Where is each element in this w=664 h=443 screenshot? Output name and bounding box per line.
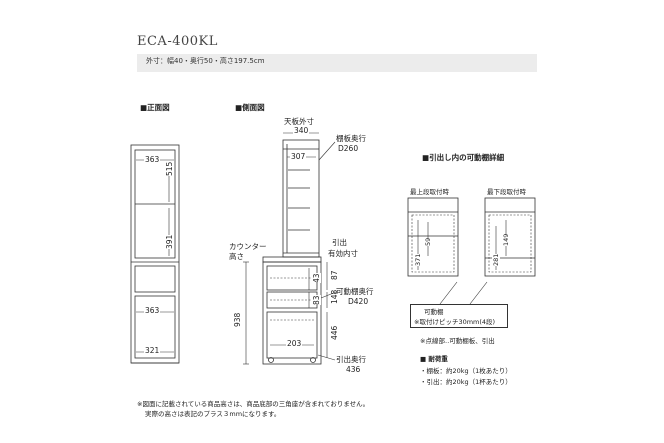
drawer-depth-title: 引出奥行 [336,355,366,364]
bottom-stage-dim-149: 149 [502,233,510,246]
side-lower-cabinet [262,261,322,365]
counter-height-line2: 高さ [229,252,244,261]
top-stage-dim-59: 59 [424,237,432,246]
spec-text: 外寸：幅40・奥行50・高さ197.5cm [146,57,265,65]
top-outer-title: 天板外寸 [284,117,314,126]
bottom-stage-dim-281: 281 [492,253,500,266]
shelf-depth-d: D260 [338,144,359,153]
front-dim-base-width: 321 [144,346,161,355]
shelf-depth-value: 307 [290,152,307,161]
model-title: ECA-400KL [137,34,218,49]
front-dim-lower-height: 391 [165,234,174,249]
counter-top [262,256,322,263]
load-capacity-heading: ■ 耐荷重 [420,355,448,363]
top-outer-value: 340 [293,126,310,135]
side-view-heading: ■側面図 [235,103,265,112]
load-shelf: ・棚板：約20kg（1枚あたり） [420,367,512,375]
top-stage-dim-371: 371 [414,253,422,266]
dim-87: 87 [330,270,339,280]
drawer-detail-heading: ■引出し内の可動棚詳細 [422,153,505,162]
front-dim-upper-height: 515 [165,161,174,176]
front-cabinet-outline [130,144,180,364]
detail-top-stage-box [407,197,459,277]
dim-43: 43 [312,273,321,283]
spec-bar [137,54,537,72]
detail-bottom-stage-box [484,197,536,277]
drawer-inner-line2: 有効内寸 [328,249,358,258]
footnote-line2: 実際の高さは表記のプラス３mmになります。 [145,410,281,418]
dim-938: 938 [233,312,242,327]
bottom-stage-label: 最下段取付時 [487,188,526,196]
counter-height-line1: カウンター [229,242,267,251]
front-dim-top-width: 363 [144,155,161,164]
top-stage-label: 最上段取付時 [410,188,449,196]
load-drawer: ・引出：約20kg（1杯あたり） [420,378,512,386]
movable-shelf-box-pitch: ※取付けピッチ30mm(4段) [414,318,496,326]
dotted-line-note: ※点線部‥可動棚板、引出 [420,337,495,345]
drawer-inner-line1: 引出 [332,238,347,247]
movable-shelf-d: D420 [348,297,369,306]
movable-shelf-depth-title: 可動棚奥行 [336,287,374,296]
movable-shelf-box-title: 可動棚 [424,308,444,316]
footnote-line1: ※図面に記載されている商品高さは、商品底部の三角座が含まれておりません。 [137,400,370,408]
dim-446: 446 [330,325,339,340]
dim-203: 203 [286,339,303,348]
front-view-heading: ■正面図 [140,103,170,112]
shelf-depth-title: 棚板奥行 [336,134,366,143]
movable-shelf-box [410,304,508,328]
drawer-depth-value: 436 [346,365,361,374]
front-dim-bottom-inner-width: 363 [144,306,161,315]
dim-83: 83 [312,295,321,305]
